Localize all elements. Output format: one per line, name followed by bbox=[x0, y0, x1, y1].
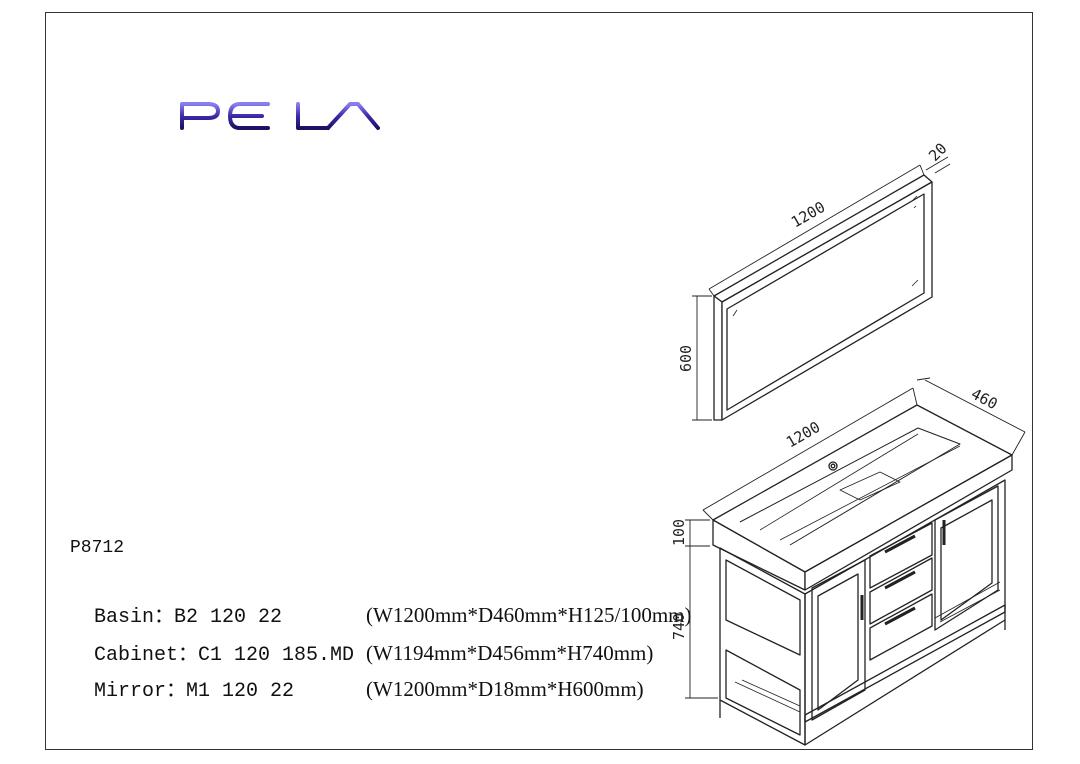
dim-basin-height: 100 bbox=[670, 519, 688, 546]
vanity-outline bbox=[712, 404, 1013, 746]
dim-vanity-width: 1200 bbox=[783, 418, 823, 452]
mirror-outline bbox=[713, 174, 933, 421]
spec-dims: (W1200mm*D460mm*H125/100mm) bbox=[366, 603, 692, 627]
product-code: P8712 bbox=[70, 538, 125, 558]
dim-mirror-height: 600 bbox=[677, 345, 695, 372]
spec-dims: (W1200mm*D18mm*H600mm) bbox=[366, 677, 644, 701]
spec-row-cabinet: Cabinet：C1 120 185.MD (W1194mm*D456mm*H74… bbox=[70, 614, 653, 667]
spec-label: Mirror：M1 120 22 bbox=[94, 680, 295, 703]
peila-logo bbox=[180, 102, 380, 130]
drawing-frame bbox=[45, 12, 1033, 750]
spec-dims: (W1194mm*D456mm*H740mm) bbox=[366, 641, 654, 665]
dim-cabinet-height: 740 bbox=[670, 613, 688, 640]
spec-row-basin: Basin：B2 120 22 (W1200mm*D460mm*H125/100m… bbox=[70, 576, 692, 629]
dim-mirror-width: 1200 bbox=[788, 198, 828, 232]
spec-label: Cabinet：C1 120 185.MD bbox=[94, 644, 355, 667]
dim-vanity-depth: 460 bbox=[968, 385, 1000, 414]
dim-mirror-depth: 20 bbox=[925, 139, 951, 165]
spec-label: Basin：B2 120 22 bbox=[94, 606, 283, 629]
vanity-drawing: 1200 20 600 1200 460 100 740 bbox=[670, 139, 1026, 746]
spec-row-mirror: Mirror：M1 120 22 (W1200mm*D18mm*H600mm) bbox=[70, 650, 644, 703]
